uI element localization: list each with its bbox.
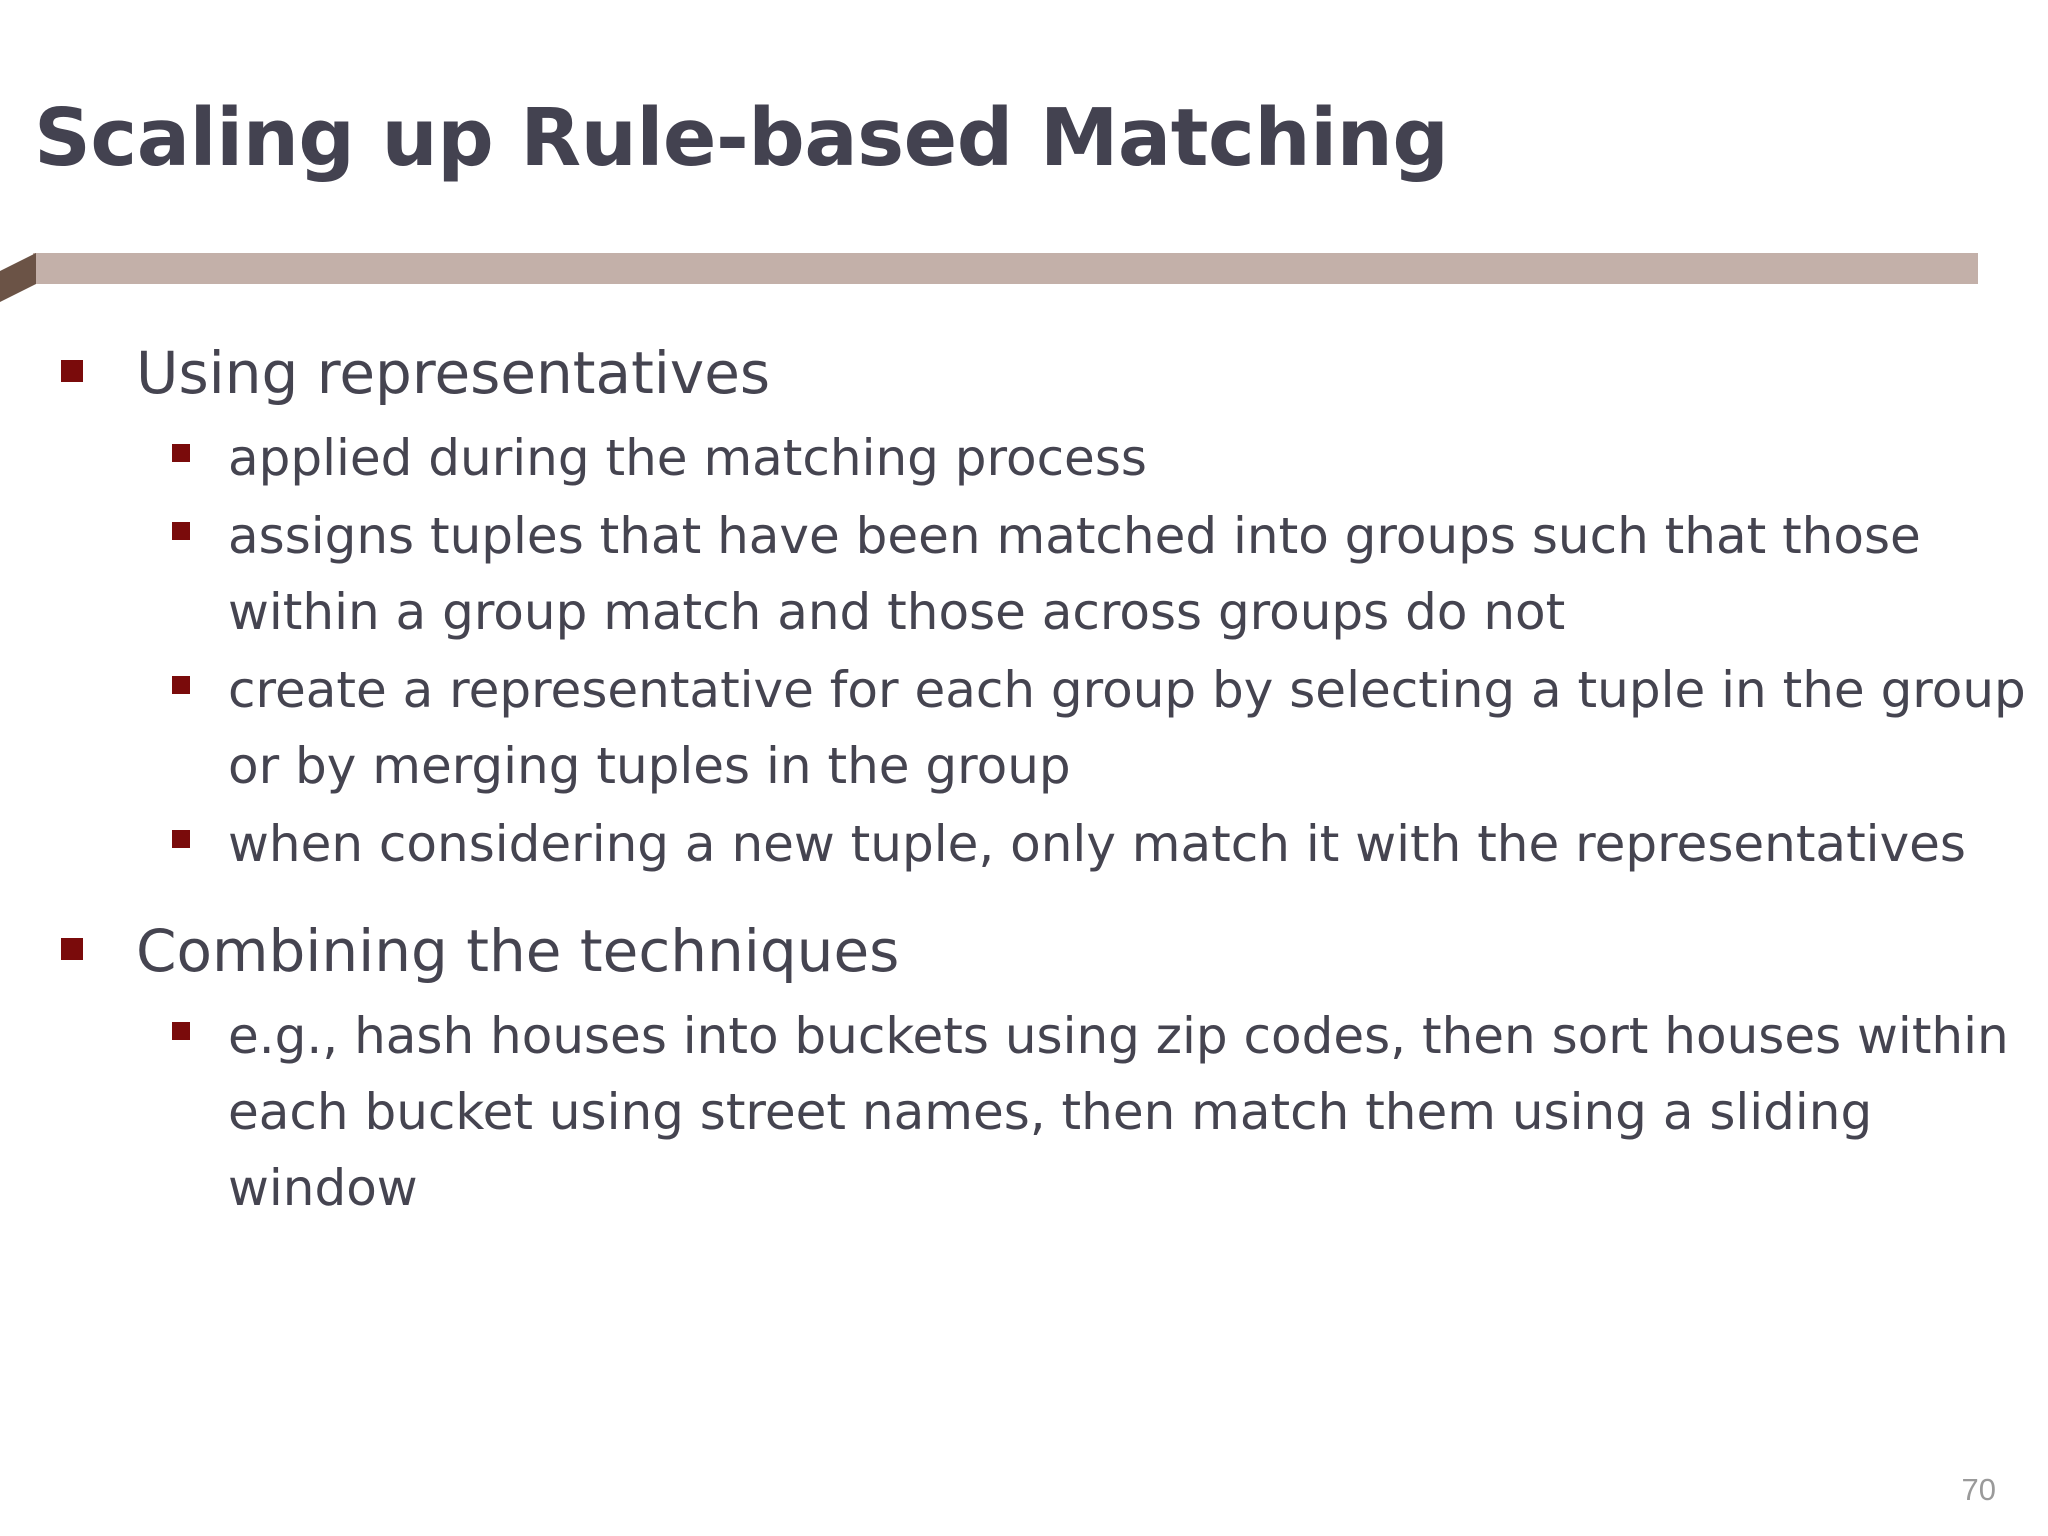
bullet-level2: applied during the matching process (0, 420, 2048, 496)
bullet-text: assigns tuples that have been matched in… (228, 507, 1921, 641)
divider-flap-icon (0, 253, 36, 302)
bullet-text: create a representative for each group b… (228, 661, 2026, 795)
bullet-level2: assigns tuples that have been matched in… (0, 498, 2048, 650)
bullet-square-icon (61, 938, 83, 960)
bullet-square-icon (172, 522, 190, 540)
bullet-level2: e.g., hash houses into buckets using zip… (0, 998, 2048, 1226)
bullet-square-icon (172, 830, 190, 848)
title-divider (0, 250, 1990, 302)
bullet-square-icon (61, 360, 83, 382)
bullet-level1: Combining the techniques (0, 908, 2048, 994)
bullet-level2: create a representative for each group b… (0, 652, 2048, 804)
bullet-level1: Using representatives (0, 330, 2048, 416)
bullet-square-icon (172, 676, 190, 694)
bullet-text: Using representatives (136, 339, 771, 407)
page-title: Scaling up Rule-based Matching (34, 91, 1449, 184)
bullet-square-icon (172, 1022, 190, 1040)
bullet-list: Using representatives applied during the… (0, 330, 2048, 1228)
bullet-text: applied during the matching process (228, 429, 1147, 487)
bullet-square-icon (172, 444, 190, 462)
divider-bar (33, 253, 1978, 284)
page-number: 70 (1961, 1472, 1996, 1507)
bullet-text: when considering a new tuple, only match… (228, 815, 1966, 873)
bullet-text: e.g., hash houses into buckets using zip… (228, 1007, 2009, 1217)
bullet-text: Combining the techniques (136, 917, 900, 985)
bullet-level2: when considering a new tuple, only match… (0, 806, 2048, 882)
